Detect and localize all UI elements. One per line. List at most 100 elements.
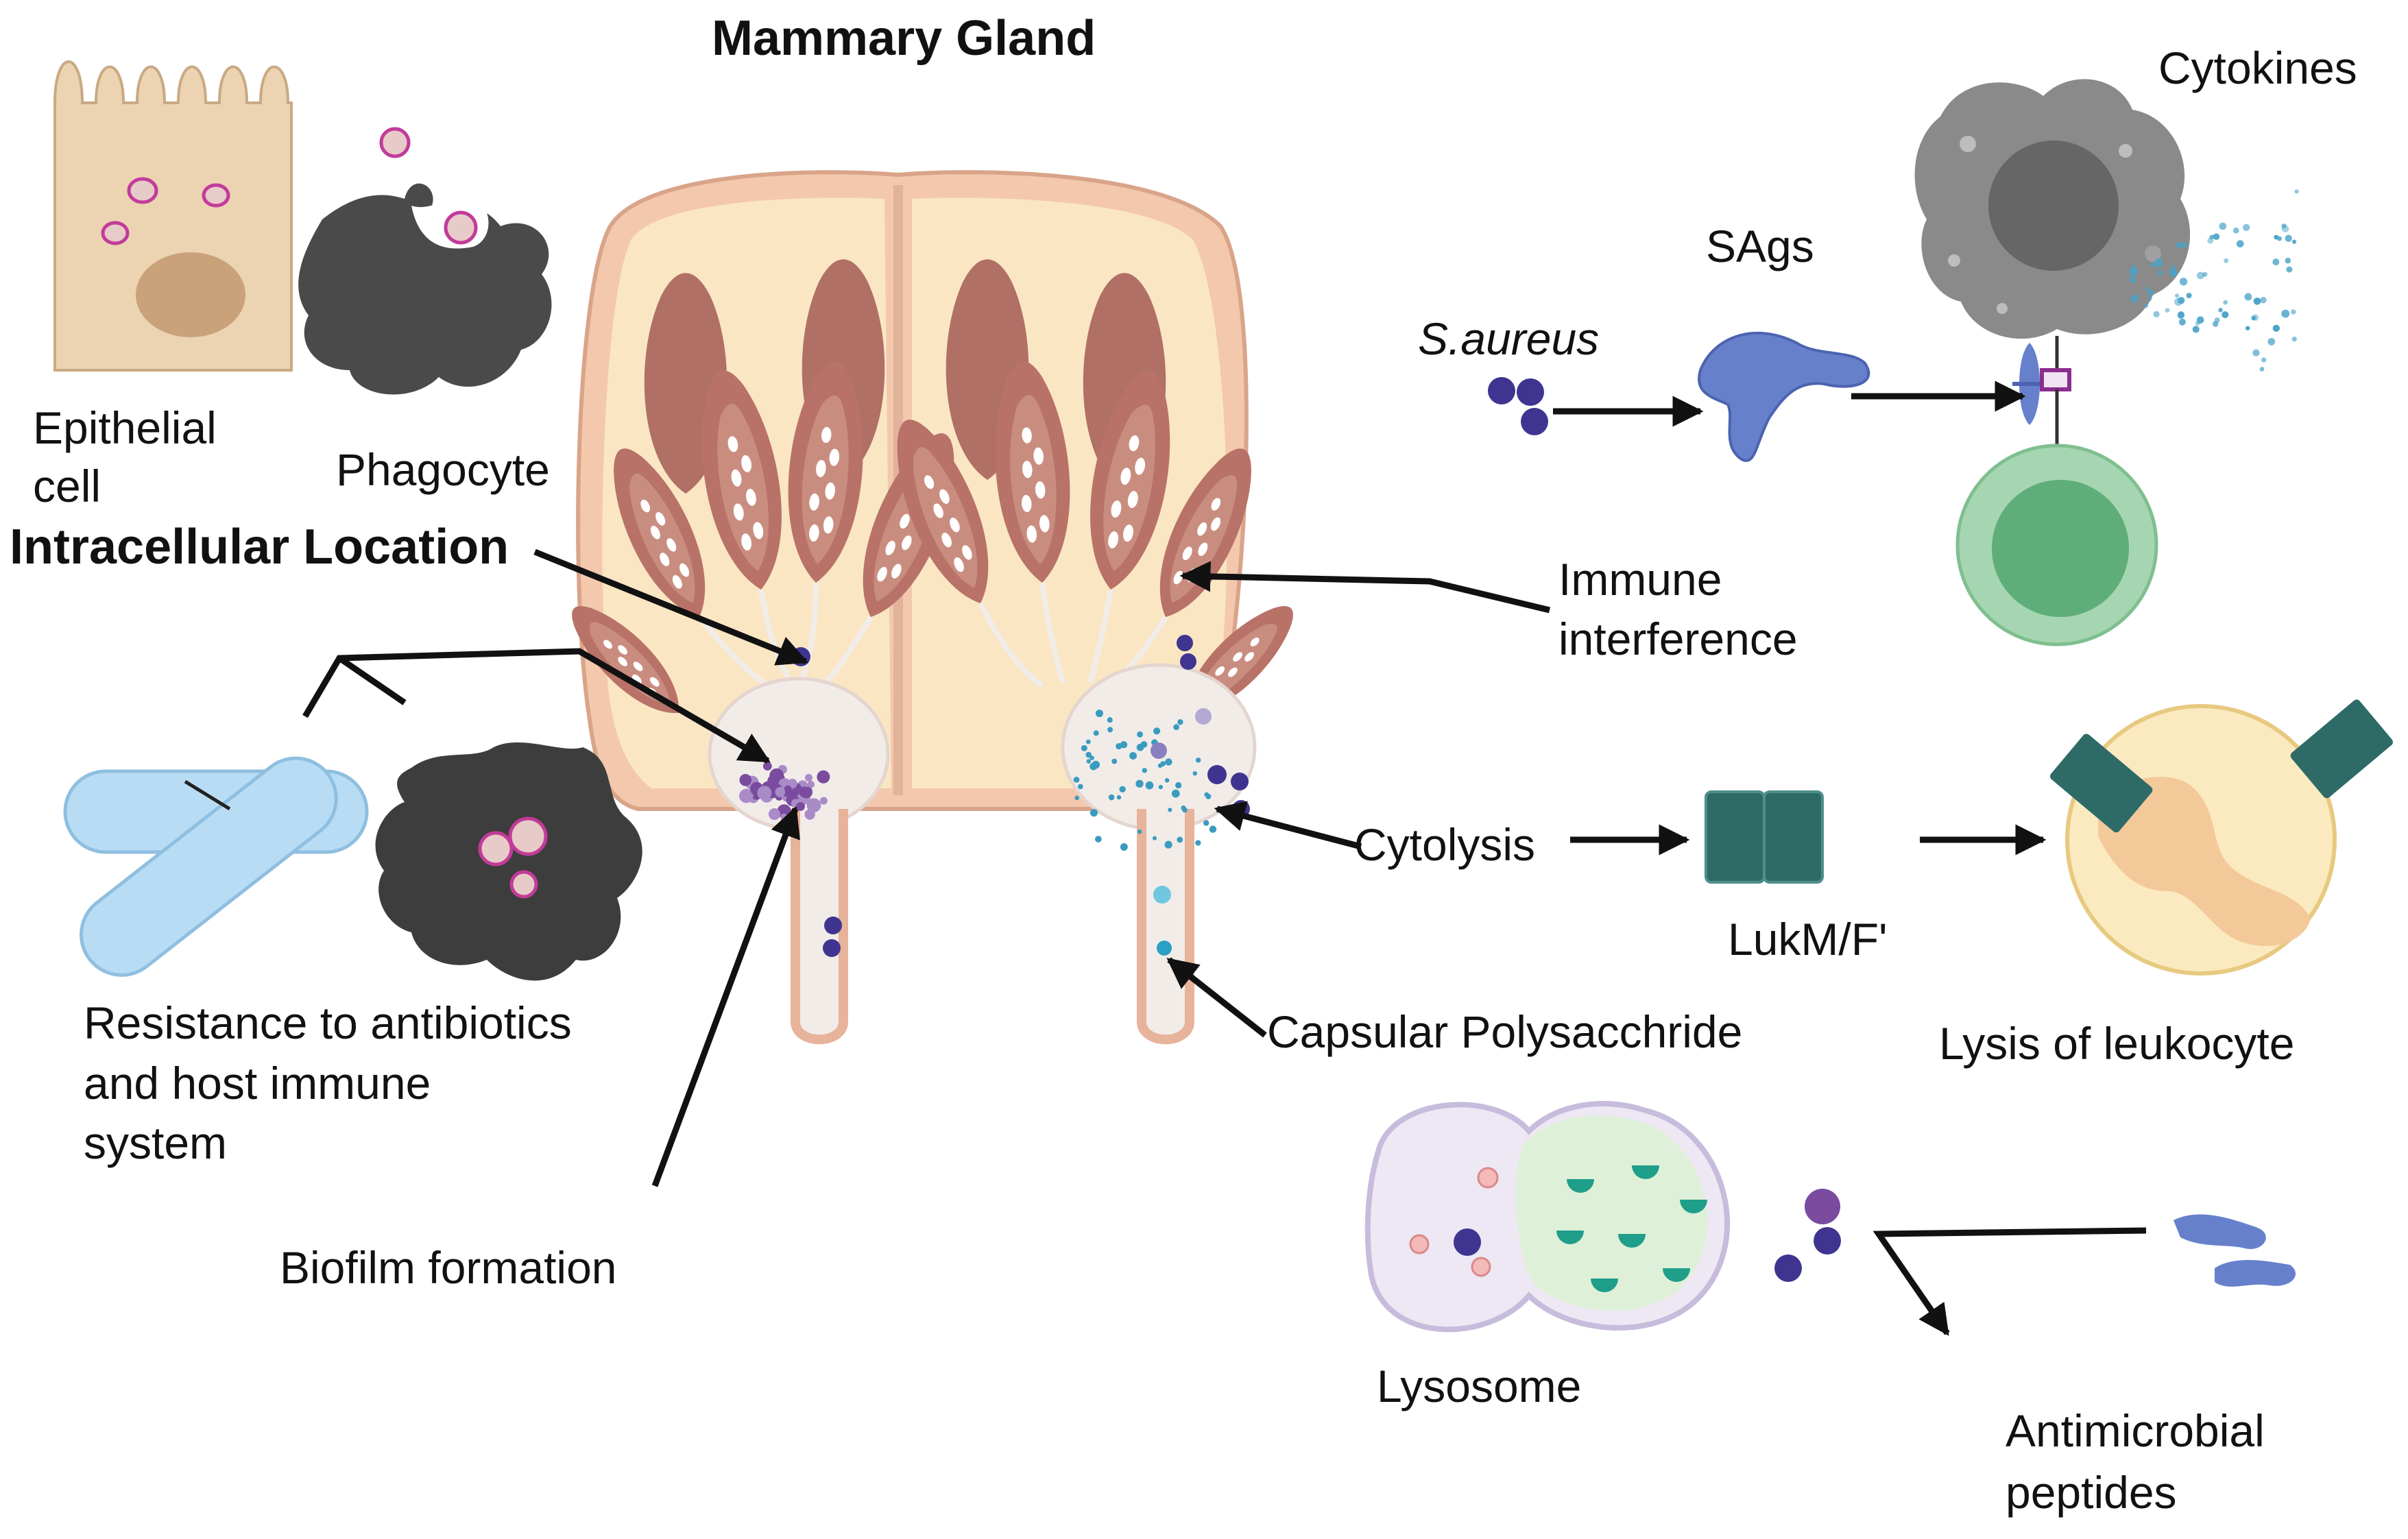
lysis-label: Lysis of leukocyte (1939, 1018, 2294, 1069)
cytokine-dot (2186, 293, 2192, 299)
cytolysis-dot (1085, 751, 1092, 758)
cytolysis-dot (1153, 727, 1161, 735)
cytokine-dot (2294, 189, 2299, 194)
biofilm-dot (817, 770, 830, 784)
cytokine-dot (2259, 367, 2265, 372)
amp-label-1: Antimicrobial (2006, 1405, 2265, 1456)
arrow-cytolysis-in (1214, 801, 1362, 850)
t-cell (1955, 444, 2158, 646)
cytolysis-dot (1204, 792, 1209, 797)
cytokine-dot (2223, 300, 2228, 305)
amp-molecule (2174, 1214, 2296, 1287)
labels: Mammary Gland Epithelial cell Phagocyte … (10, 11, 2357, 1518)
cytokine-dot (2179, 278, 2188, 286)
cytokine-dot (2165, 308, 2170, 313)
cytokine-dot (2291, 239, 2297, 244)
cytokine-dot (2222, 311, 2229, 319)
cytolysis-dot (1177, 719, 1183, 725)
sags-label: SAgs (1706, 221, 1814, 271)
cytokine-dot (2169, 269, 2178, 277)
cytokine-dot (2178, 297, 2185, 304)
cytolysis-dot (1089, 755, 1094, 760)
dark-phagocyte (375, 742, 642, 981)
cytolysis-dot (1195, 840, 1201, 846)
cytokine-dot (2291, 309, 2296, 315)
cytokine-dot (2244, 293, 2252, 301)
cytokine-dot (2281, 225, 2289, 232)
cytokine-dot (2267, 338, 2276, 346)
cytokine-dot (2202, 271, 2208, 277)
cytolysis-dot (1116, 795, 1122, 800)
receptor-complex (2012, 336, 2071, 449)
cytokine-dot (2286, 266, 2293, 273)
cytolysis-dot (1203, 820, 1209, 826)
biofilm-dot (784, 785, 792, 793)
cytokine-dot (2260, 296, 2267, 304)
biofilm-dot (805, 774, 813, 782)
cytolysis-dot (1129, 752, 1137, 760)
cytokine-dot (2153, 311, 2160, 317)
cytolysis-dot (1175, 781, 1182, 789)
cytokine-dot (2213, 233, 2220, 241)
cytokine-dot (2281, 309, 2290, 318)
phagocyte-label: Phagocyte (336, 444, 550, 495)
cytolysis-dot (1160, 761, 1166, 767)
antibiotic-capsules (63, 756, 369, 977)
resistance-label-3: system (84, 1117, 227, 1168)
cytokine-dot (2156, 269, 2163, 276)
cytokine-cell (1914, 79, 2191, 339)
arrow-resistance-biofilm (302, 648, 771, 764)
cytolysis-dot (1085, 739, 1091, 744)
arrow-immune (1179, 561, 1551, 614)
cytokine-dot (2243, 223, 2250, 232)
biofilm-dot (806, 798, 821, 813)
sags-molecule (1698, 332, 1870, 462)
cytolysis-dot (1092, 760, 1100, 769)
cytolysis-dot (1164, 777, 1170, 783)
cytolysis-dot (1136, 743, 1144, 751)
immune-label-1: Immune (1558, 554, 1722, 605)
cytolysis-dot (1108, 794, 1115, 801)
cytolysis-dot (1089, 809, 1098, 817)
cytolysis-dot (1142, 768, 1147, 773)
cytokine-dot (2174, 293, 2180, 298)
cytokine-dot (2212, 321, 2219, 327)
cytokine-dot (2177, 311, 2185, 319)
saureus-cluster (1488, 377, 1548, 435)
cytokine-dot (2261, 357, 2267, 363)
cytokine-dot (2245, 326, 2250, 331)
cytokine-dot (2285, 258, 2291, 264)
biofilm-dot (762, 762, 772, 771)
cytolysis-dot (1209, 825, 1217, 833)
biofilm-dot (757, 786, 772, 801)
epithelial-cell (53, 60, 293, 372)
cytolysis-label: Cytolysis (1354, 819, 1535, 870)
cytokine-dot (2236, 240, 2244, 247)
immune-label-2: interference (1558, 614, 1798, 664)
cytolysis-dot (1173, 724, 1179, 731)
page-title: Mammary Gland (712, 11, 1096, 66)
cytolysis-dot (1145, 781, 1154, 790)
cytolysis-dot (1116, 742, 1122, 750)
cytolysis-dot (1107, 717, 1113, 723)
cytokine-dot (2154, 260, 2163, 267)
resistance-label-1: Resistance to antibiotics (84, 997, 572, 1048)
cytolysis-dot (1181, 805, 1186, 811)
leukocyte (2050, 699, 2393, 975)
cytokine-dot (2196, 316, 2204, 324)
cytolysis-dot (1077, 784, 1083, 790)
lysosome (1364, 1101, 1731, 1333)
cytokine-dot (2143, 303, 2149, 308)
cytokine-dot (2209, 234, 2215, 240)
arrow-capsular (1166, 957, 1267, 1038)
cytokine-dots (2129, 189, 2299, 372)
cytokines-label: Cytokines (2158, 43, 2357, 93)
lukmf-toxin (1705, 790, 1824, 884)
cytokine-dot (2274, 234, 2279, 240)
cytolysis-dot (1135, 779, 1144, 788)
cytokine-dot (2147, 289, 2155, 296)
cytolysis-dot (1152, 836, 1157, 840)
cytolysis-dot (1095, 836, 1102, 843)
biofilm-dot (775, 787, 786, 797)
cytolysis-dot (1120, 843, 1128, 851)
